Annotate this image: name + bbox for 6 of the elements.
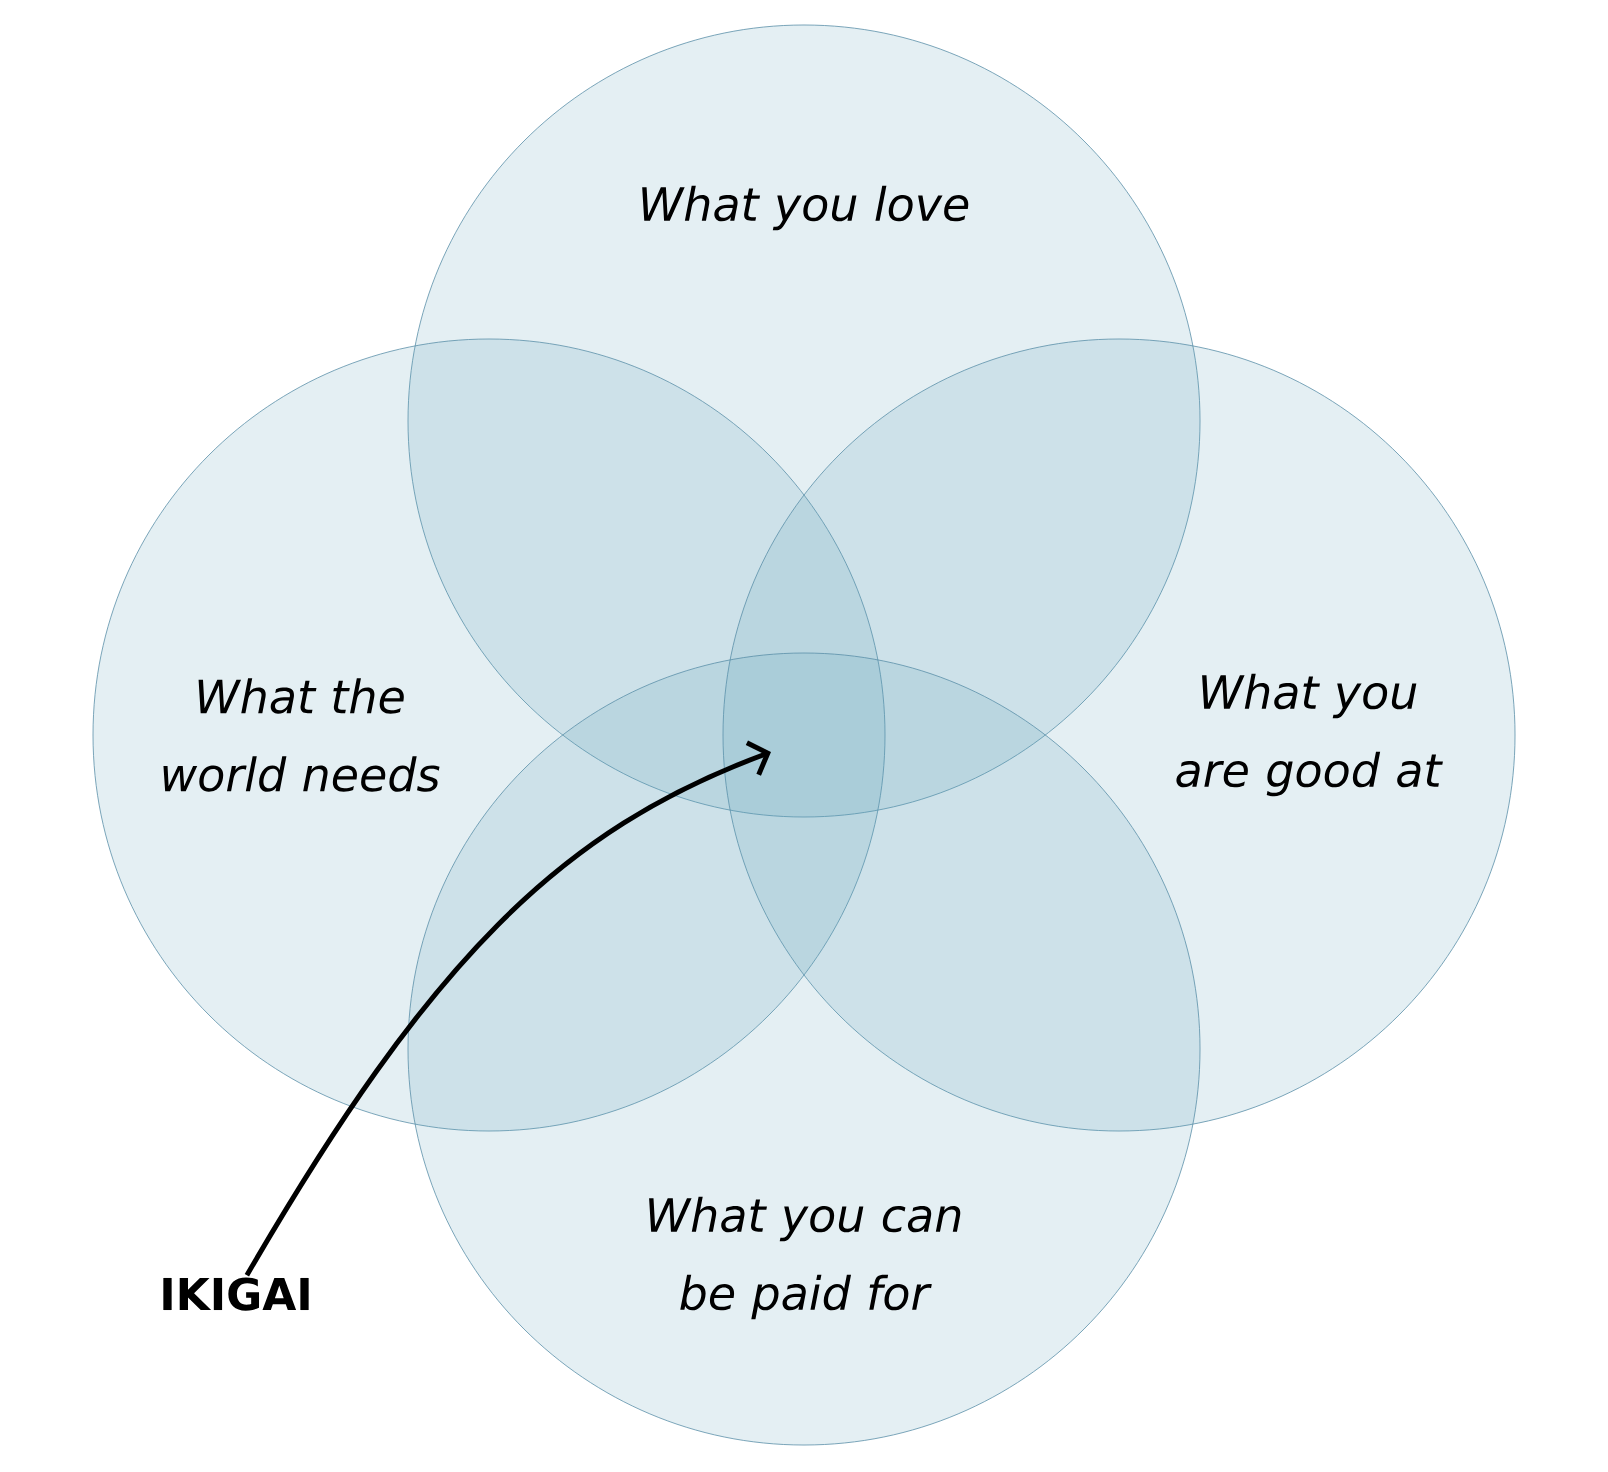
circle-label: What you can be paid for xyxy=(649,1196,961,1320)
circle-label: What you are good at xyxy=(1176,673,1443,797)
leader-arrow xyxy=(244,740,771,1277)
title-label: IKIGAI xyxy=(163,1277,309,1311)
circle-label: What you love xyxy=(642,185,969,231)
circle-label: What the world needs xyxy=(163,678,440,792)
